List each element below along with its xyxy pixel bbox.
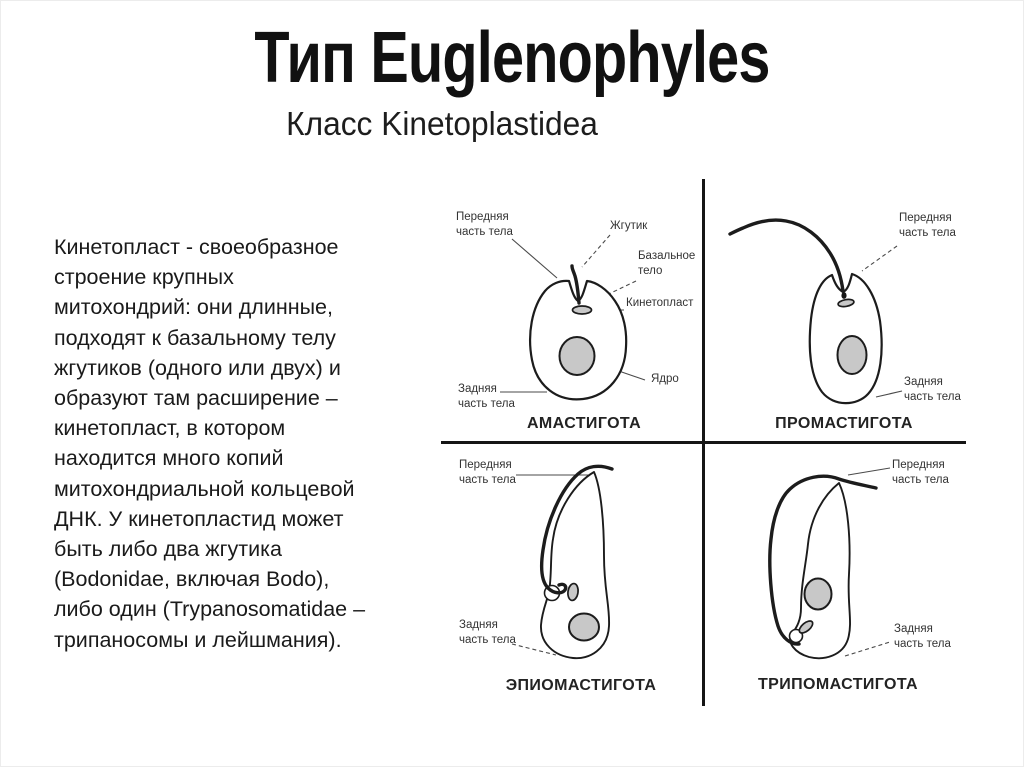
amastigote-drawing [500,234,646,401]
trypomastigote-drawing [768,467,891,660]
label-rear-part: Задняя часть тела [904,376,961,403]
label-front-part: Передняя часть тела [456,211,513,238]
quadrant-amastigote: Передняя часть тела Жгутик Базальное тел… [438,179,704,444]
promastigote-drawing [728,218,903,405]
leader-rear-part [844,641,891,657]
kinetoplast-organelle [567,582,579,602]
label-front-part: Передняя часть тела [892,459,949,486]
label-rear-part: Задняя часть тела [458,383,515,410]
quadrant-promastigote: Передняя часть тела Задняя часть тела ПР… [704,179,1013,444]
label-front-part: Передняя часть тела [459,459,516,486]
kinetoplast-organelle [571,305,593,315]
leader-front-part [847,467,891,476]
leader-rear-part [511,643,557,656]
label-kinetoplast: Кинетопласт [626,297,694,309]
nucleus-organelle [558,336,596,376]
quadrant-epimastigote: Передняя часть тела Задняя часть тела ЭП… [438,444,704,714]
label-nucleus: Ядро [651,373,679,385]
kinetoplast-organelle [798,620,814,634]
cell-body-outline [789,482,851,660]
label-rear-part: Задняя часть тела [894,623,951,650]
basal-body-organelle [841,292,847,299]
leader-flagellum [581,234,611,268]
description-text: Кинетопласт - своеобразное строение круп… [54,235,366,652]
flagellum-shape [728,218,845,293]
label-flagellum: Жгутик [610,220,648,232]
flagellum-shape [539,464,614,595]
leader-front-part [511,238,558,279]
caption-trypomastigote: ТРИПОМАСТИГОТА [757,676,919,693]
caption-amastigote: АМАСТИГОТА [526,415,642,432]
label-rear-part: Задняя часть тела [459,619,516,646]
label-basal-body: Базальное тело [638,250,696,277]
label-front-part: Передняя часть тела [899,212,956,239]
nucleus-organelle [836,335,868,375]
flagellum-shape [768,474,878,646]
quadrant-divider-horizontal [441,441,966,444]
nucleus-organelle [568,612,600,642]
epimastigote-drawing [511,464,614,660]
quadrant-trypomastigote: Передняя часть тела Задняя часть тела ТР… [704,444,1013,714]
leader-front-part [861,245,898,272]
flagellum-shape [570,264,581,305]
nucleus-organelle [803,577,833,611]
leader-rear-part [875,390,903,398]
caption-epimastigote: ЭПИОМАСТИГОТА [505,677,657,694]
caption-promastigote: ПРОМАСТИГОТА [775,415,913,432]
page-title: Тип Euglenophyles [254,18,770,98]
page-subtitle: Класс Kinetoplastidea [286,105,598,142]
cell-body-outline [540,471,611,660]
kinetoplast-organelle [837,298,855,308]
